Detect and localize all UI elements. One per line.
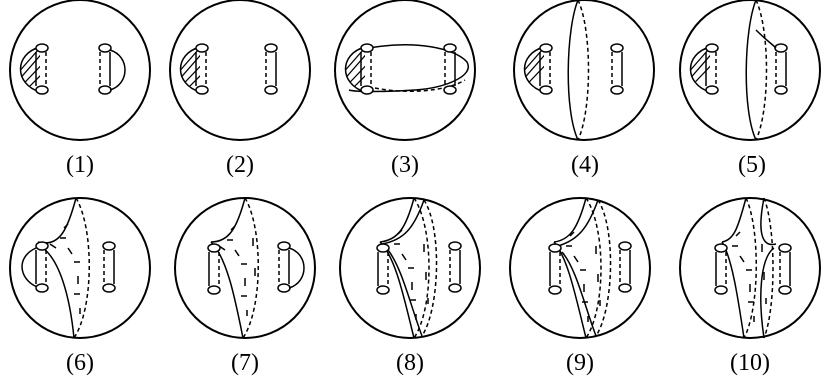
panel-3 xyxy=(335,0,475,140)
panel-label-9: (9) xyxy=(540,351,620,375)
panel-label-2: (2) xyxy=(200,153,280,177)
sphere-outline xyxy=(510,198,650,338)
panel-label-6: (6) xyxy=(40,351,120,375)
panel-label-8: (8) xyxy=(370,351,450,375)
sphere-outline xyxy=(10,0,150,140)
panel-4 xyxy=(514,0,654,140)
panel-2 xyxy=(170,0,310,140)
panel-9 xyxy=(510,198,650,338)
sphere-outline xyxy=(10,198,150,338)
panel-1 xyxy=(10,0,150,140)
sphere-outline xyxy=(680,198,820,338)
sphere-outline xyxy=(170,0,310,140)
panel-10 xyxy=(680,198,820,338)
panel-5 xyxy=(680,0,820,140)
panel-label-7: (7) xyxy=(205,351,285,375)
panel-8 xyxy=(340,198,480,338)
panel-label-10: (10) xyxy=(710,351,790,375)
panel-7 xyxy=(175,198,315,338)
sphere-outline xyxy=(335,0,475,140)
sphere-outline xyxy=(175,198,315,338)
panel-label-3: (3) xyxy=(365,153,445,177)
panel-label-1: (1) xyxy=(40,153,120,177)
panel-6 xyxy=(10,198,150,338)
panel-label-4: (4) xyxy=(545,153,625,177)
panel-label-5: (5) xyxy=(712,153,792,177)
